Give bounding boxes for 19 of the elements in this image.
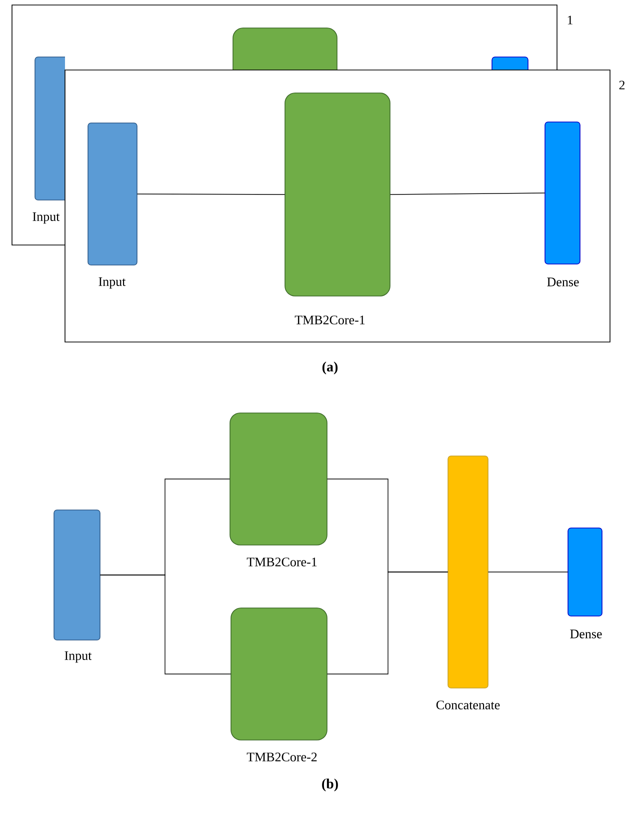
layer-label: Input bbox=[64, 651, 92, 663]
layer-label: TMB2Core-1 bbox=[294, 316, 365, 324]
layer-label: Dense bbox=[570, 630, 602, 638]
layer-box bbox=[492, 56, 528, 70]
layer-label: Concatenate bbox=[436, 700, 500, 710]
layer-label: TMB2Core-2 bbox=[246, 752, 317, 762]
layer-label: Input bbox=[98, 277, 126, 289]
layer-label: Dense bbox=[547, 278, 579, 286]
subfigure-label: (b) bbox=[322, 778, 338, 792]
connector-line bbox=[390, 192, 546, 195]
layer-box bbox=[232, 28, 338, 70]
panel-number: 2 bbox=[619, 80, 625, 90]
connector-line bbox=[100, 574, 232, 674]
subfigure-label: (a) bbox=[322, 362, 338, 374]
connector-line bbox=[136, 194, 286, 195]
panel-number: 1 bbox=[568, 16, 572, 24]
layer-label: Input bbox=[32, 212, 60, 224]
layer-label: TMB2Core-1 bbox=[246, 558, 317, 566]
connector-line bbox=[326, 572, 448, 674]
